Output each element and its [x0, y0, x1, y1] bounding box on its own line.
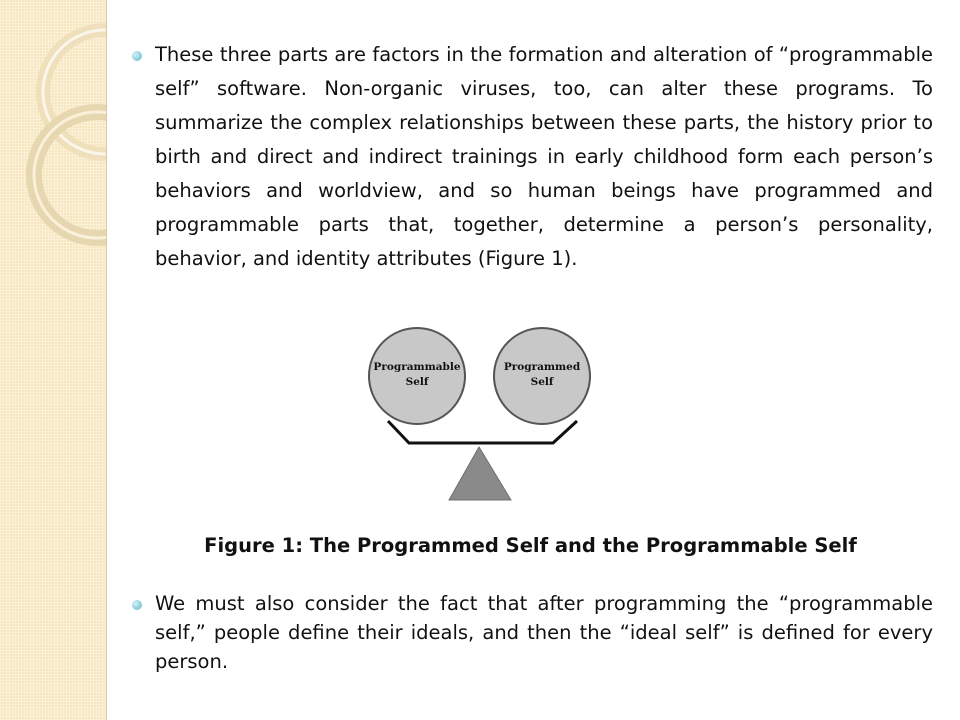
bullet-icon: [132, 600, 142, 610]
bullet-paragraph-1: These three parts are factors in the for…: [128, 38, 933, 276]
right-circle-label-line2: Self: [531, 376, 555, 388]
bullet-icon: [132, 51, 142, 61]
decorative-side-strip: [0, 0, 107, 720]
figure-caption: Figure 1: The Programmed Self and the Pr…: [204, 534, 857, 557]
fulcrum-triangle: [448, 446, 512, 501]
bullet-paragraph-2: We must also consider the fact that afte…: [128, 589, 933, 676]
decorative-rings-icon: [26, 23, 106, 246]
paragraph-text: These three parts are factors in the for…: [155, 43, 933, 270]
left-circle-label-line2: Self: [406, 376, 430, 388]
balance-figure: Programmable Self Programmed Self: [359, 312, 599, 504]
programmable-self-circle: [368, 327, 466, 425]
right-circle-label-line1: Programmed: [504, 361, 581, 373]
paragraph-text: We must also consider the fact that afte…: [155, 592, 933, 673]
programmed-self-circle: [493, 327, 591, 425]
left-circle-label-line1: Programmable: [373, 361, 460, 373]
balance-beam: [386, 419, 579, 445]
